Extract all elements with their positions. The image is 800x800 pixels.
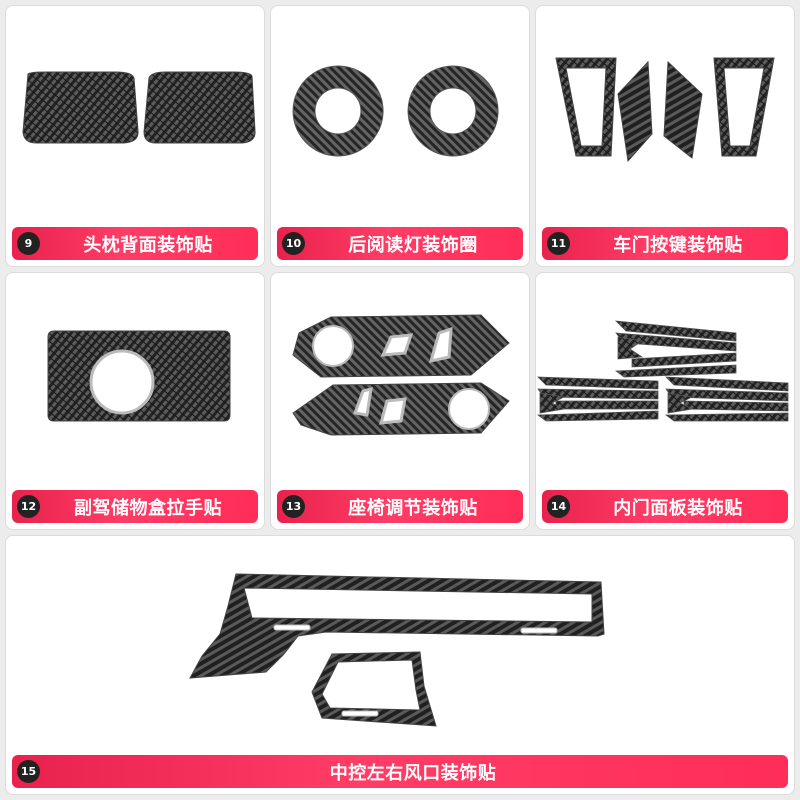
product-name: 副驾储物盒拉手贴 bbox=[74, 497, 222, 519]
headrest-back-stickers-image bbox=[22, 71, 256, 144]
product-card-11[interactable]: 11 车门按键装饰贴 bbox=[535, 5, 795, 267]
product-card-14[interactable]: 14 内门面板装饰贴 bbox=[535, 272, 795, 530]
product-card-15[interactable]: 15 中控左右风口装饰贴 bbox=[5, 535, 795, 795]
caption-bar: 13 座椅调节装饰贴 bbox=[277, 490, 523, 523]
item-number-badge: 14 bbox=[547, 495, 570, 518]
caption-bar: 12 副驾储物盒拉手贴 bbox=[12, 490, 258, 523]
product-name: 头枕背面装饰贴 bbox=[83, 234, 213, 256]
item-number-badge: 10 bbox=[282, 232, 305, 255]
product-name: 中控左右风口装饰贴 bbox=[329, 762, 497, 784]
caption-bar: 10 后阅读灯装饰圈 bbox=[277, 227, 523, 260]
item-number-badge: 13 bbox=[282, 495, 305, 518]
item-number-badge: 9 bbox=[17, 232, 40, 255]
item-number-badge: 11 bbox=[547, 232, 570, 255]
door-panel-stickers-image bbox=[536, 320, 789, 422]
product-card-10[interactable]: 10 后阅读灯装饰圈 bbox=[270, 5, 530, 267]
product-name: 内门面板装饰贴 bbox=[613, 497, 743, 519]
caption-bar: 14 内门面板装饰贴 bbox=[542, 490, 788, 523]
center-vent-trims-image bbox=[189, 573, 605, 727]
door-button-stickers-image bbox=[555, 57, 775, 163]
item-number-badge: 15 bbox=[17, 760, 40, 783]
caption-bar: 11 车门按键装饰贴 bbox=[542, 227, 788, 260]
reading-light-rings-image bbox=[292, 65, 499, 157]
product-card-13[interactable]: 13 座椅调节装饰贴 bbox=[270, 272, 530, 530]
glovebox-handle-sticker-image bbox=[47, 330, 231, 422]
product-card-9[interactable]: 9 头枕背面装饰贴 bbox=[5, 5, 265, 267]
seat-adjust-stickers-image bbox=[292, 314, 510, 436]
product-card-12[interactable]: 12 副驾储物盒拉手贴 bbox=[5, 272, 265, 530]
caption-bar: 9 头枕背面装饰贴 bbox=[12, 227, 258, 260]
product-name: 车门按键装饰贴 bbox=[613, 234, 743, 256]
caption-bar: 15 中控左右风口装饰贴 bbox=[12, 755, 788, 788]
product-name: 座椅调节装饰贴 bbox=[348, 497, 478, 519]
product-name: 后阅读灯装饰圈 bbox=[348, 234, 478, 256]
item-number-badge: 12 bbox=[17, 495, 40, 518]
